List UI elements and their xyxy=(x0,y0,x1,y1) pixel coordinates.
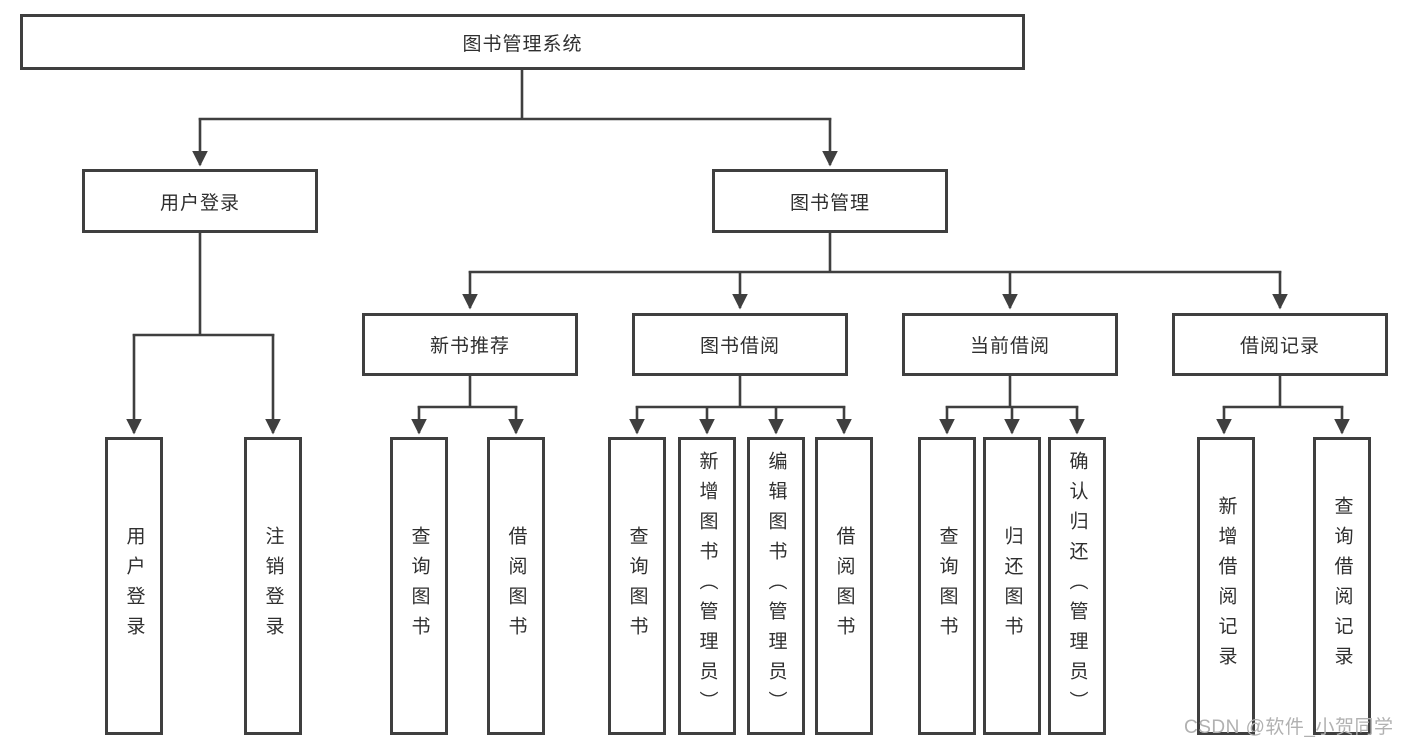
connector-borrowing-records xyxy=(1216,376,1350,435)
node-current-borrowing: 当前借阅 xyxy=(902,313,1118,376)
leaf-query-borrow-record: 查询借阅记录 xyxy=(1313,437,1371,735)
node-label: 确认归还（管理员） xyxy=(1066,451,1088,721)
leaf-query-books-borrowing: 查询图书 xyxy=(608,437,666,735)
connector-user-login xyxy=(126,233,281,435)
node-label: 编辑图书（管理员） xyxy=(765,451,787,721)
node-label: 用户登录 xyxy=(123,526,145,646)
node-label: 借阅记录 xyxy=(1239,336,1320,357)
leaf-logout: 注销登录 xyxy=(244,437,302,735)
node-label: 图书管理系统 xyxy=(462,33,583,55)
node-borrowing-records: 借阅记录 xyxy=(1172,313,1388,376)
node-label: 新增图书（管理员） xyxy=(696,451,718,721)
csdn-watermark: CSDN @软件_小贺同学 xyxy=(1184,717,1394,738)
leaf-add-borrow-record: 新增借阅记录 xyxy=(1197,437,1255,735)
leaf-return-books: 归还图书 xyxy=(983,437,1041,735)
node-label: 用户登录 xyxy=(159,192,240,214)
leaf-query-books-current: 查询图书 xyxy=(918,437,976,735)
node-label: 新增借阅记录 xyxy=(1215,496,1237,676)
node-new-book-recommend: 新书推荐 xyxy=(362,313,578,376)
connector-new-book-recommend xyxy=(411,376,524,435)
node-library-management-system: 图书管理系统 xyxy=(20,14,1025,70)
node-label: 图书借阅 xyxy=(699,336,780,357)
connector-book-management xyxy=(462,233,1288,310)
node-label: 注销登录 xyxy=(262,526,284,646)
node-label: 归还图书 xyxy=(1001,526,1023,646)
connector-current-borrowing xyxy=(939,376,1085,435)
node-user-login: 用户登录 xyxy=(82,169,318,233)
leaf-borrow-books-recommend: 借阅图书 xyxy=(487,437,545,735)
node-label: 当前借阅 xyxy=(969,336,1050,357)
leaf-borrow-books-borrowing: 借阅图书 xyxy=(815,437,873,735)
leaf-query-books-recommend: 查询图书 xyxy=(390,437,448,735)
node-book-management: 图书管理 xyxy=(712,169,948,233)
node-label: 查询借阅记录 xyxy=(1331,496,1353,676)
node-label: 查询图书 xyxy=(408,526,430,646)
node-label: 查询图书 xyxy=(626,526,648,646)
node-label: 查询图书 xyxy=(936,526,958,646)
node-label: 借阅图书 xyxy=(833,526,855,646)
leaf-edit-books-admin: 编辑图书（管理员） xyxy=(747,437,805,735)
connector-book-borrowing xyxy=(629,376,852,435)
node-label: 借阅图书 xyxy=(505,526,527,646)
leaf-confirm-return-admin: 确认归还（管理员） xyxy=(1048,437,1106,735)
leaf-add-books-admin: 新增图书（管理员） xyxy=(678,437,736,735)
node-label: 图书管理 xyxy=(789,192,870,214)
leaf-user-login: 用户登录 xyxy=(105,437,163,735)
node-book-borrowing: 图书借阅 xyxy=(632,313,848,376)
connector-root xyxy=(192,70,838,167)
node-label: 新书推荐 xyxy=(429,336,510,357)
